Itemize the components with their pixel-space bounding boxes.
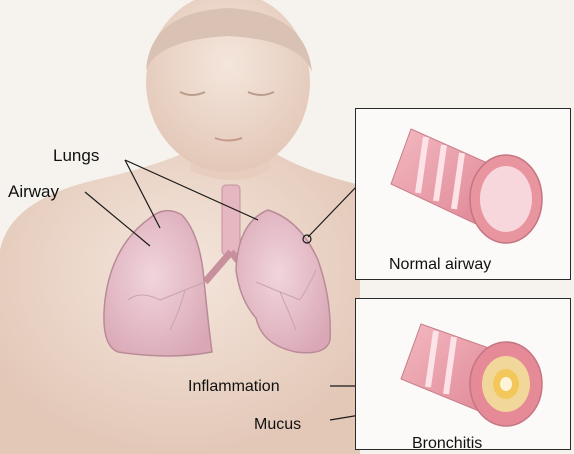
lungs-label: Lungs [53,147,99,164]
bronchitis-label: Bronchitis [412,436,482,452]
bronchitis-illustration [356,299,570,449]
normal-airway-label: Normal airway [389,257,491,273]
normal-airway-illustration [356,109,570,279]
airway-label: Airway [8,183,59,200]
inflammation-label: Inflammation [188,379,280,395]
bronchitis-panel [355,298,571,450]
mucus-label: Mucus [254,417,301,433]
normal-airway-panel [355,108,571,280]
